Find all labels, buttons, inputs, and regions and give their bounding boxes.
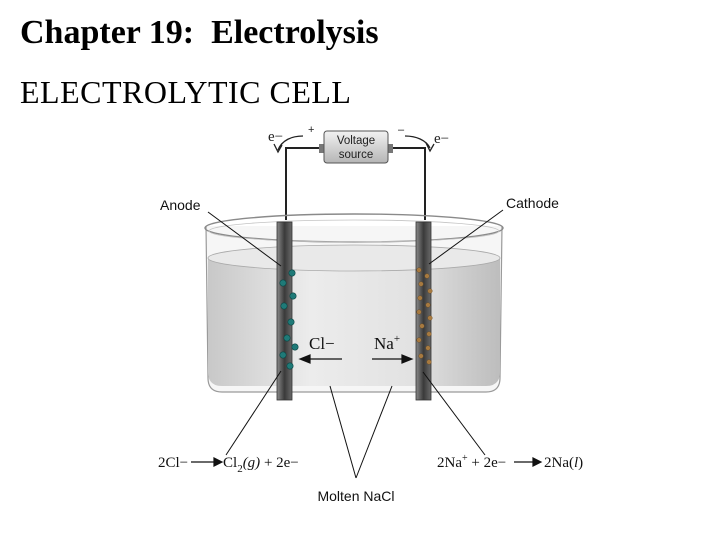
cathode-reaction-arrow <box>514 457 543 467</box>
slide-title: Chapter 19: Electrolysis <box>20 14 379 51</box>
electron-flow-arrow-right <box>404 135 435 153</box>
chloride-migration-arrow <box>298 354 342 364</box>
voltage-source: Voltage source <box>319 130 393 164</box>
anode-reaction-reactant: 2Cl− <box>158 455 188 471</box>
sodium-migration-arrow <box>372 354 414 364</box>
molten-nacl-label: Molten NaCl <box>317 488 394 504</box>
anode-reaction-product: Cl2(g) + 2e− <box>223 455 299 475</box>
anode-reaction-arrow <box>191 457 224 467</box>
molten-salt-liquid <box>208 258 500 386</box>
slide-subtitle: ELECTROLYTIC CELL <box>20 74 352 110</box>
cathode-label: Cathode <box>506 195 559 211</box>
leader-lines <box>207 209 504 479</box>
positive-terminal-sign: + <box>308 124 314 136</box>
negative-terminal-sign: – <box>398 124 405 136</box>
chloride-ion-label: Cl− <box>309 334 335 353</box>
electron-label-right: e− <box>434 131 449 147</box>
voltage-source-label-line1: Voltage <box>337 135 375 147</box>
sodium-ion-label: Na+ <box>374 333 400 353</box>
circuit-wire <box>285 147 426 220</box>
cathode-reaction-reactant: 2Na+ + 2e− <box>437 453 506 471</box>
beaker <box>204 213 504 393</box>
cathode-reaction-product: 2Na(l) <box>544 455 583 471</box>
sodium-particles <box>416 267 433 365</box>
voltage-source-label-line2: source <box>339 149 374 161</box>
electron-flow-arrow-left <box>273 135 304 154</box>
chloride-particles <box>279 269 299 370</box>
electron-label-left: e− <box>268 129 283 145</box>
anode-label: Anode <box>160 197 201 213</box>
